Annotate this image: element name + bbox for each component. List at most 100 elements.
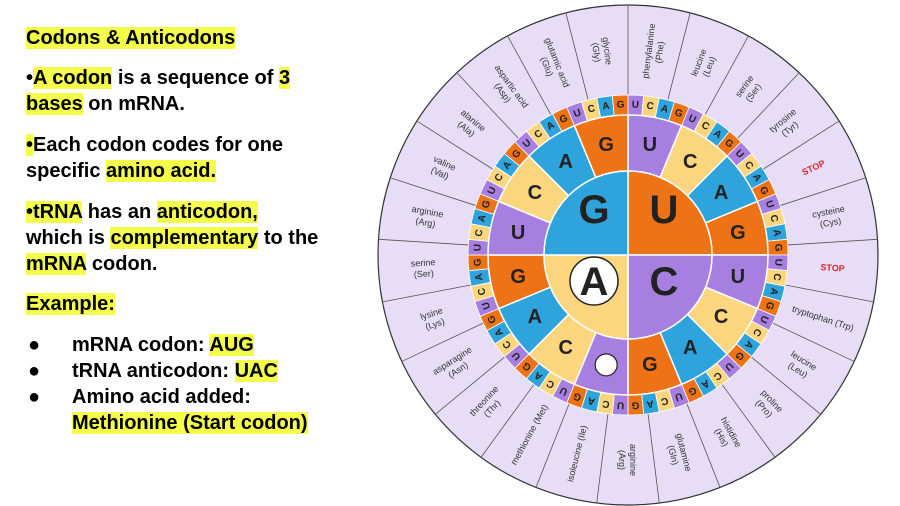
third-base-label: U xyxy=(480,300,493,311)
third-base-label: G xyxy=(572,390,583,403)
third-base-label: U xyxy=(486,185,499,196)
list-item: Methionine (Start codon) xyxy=(72,412,308,434)
third-base-label: A xyxy=(770,229,782,238)
amino-acid-name: serine xyxy=(411,257,436,269)
amino-acid-label: arginine(Arg) xyxy=(411,204,444,230)
first-base-label: G xyxy=(578,188,609,232)
third-base-label: C xyxy=(767,214,779,224)
second-base-label: C xyxy=(559,337,573,359)
second-base-label: G xyxy=(510,266,526,288)
third-base-label: C xyxy=(493,172,506,184)
third-base-label: A xyxy=(646,397,655,409)
third-base-label: A xyxy=(476,214,488,224)
label-divider xyxy=(721,384,776,458)
third-base-label: C xyxy=(646,101,655,113)
third-base-label: A xyxy=(474,273,486,282)
amino-acid-abbr: (Cys) xyxy=(819,216,842,230)
paragraph-amino-line2: specific amino acid. xyxy=(26,160,217,182)
second-base-label: C xyxy=(528,182,542,204)
label-divider xyxy=(762,120,840,170)
third-base-label: G xyxy=(616,99,625,110)
label-divider xyxy=(435,356,505,415)
example-list: ●mRNA codon: AUG ●tRNA anticodon: UAC ●A… xyxy=(26,332,308,436)
third-base-label: U xyxy=(687,113,698,126)
first-base-label: C xyxy=(650,260,679,304)
first-base-quadrant xyxy=(543,170,629,256)
third-base-label: C xyxy=(587,103,597,115)
second-base-label: C xyxy=(683,151,697,173)
label-divider xyxy=(480,384,535,458)
second-base-label: U xyxy=(511,222,525,244)
third-base-label: G xyxy=(480,199,493,210)
third-base-label: C xyxy=(602,397,611,409)
third-base-label: C xyxy=(750,326,763,338)
third-base-label: U xyxy=(673,390,684,403)
third-base-label: U xyxy=(617,399,625,410)
list-item: ●mRNA codon: AUG xyxy=(28,334,254,356)
label-divider xyxy=(737,72,800,139)
second-base-label: U xyxy=(643,134,657,156)
label-divider xyxy=(667,12,691,101)
label-divider xyxy=(507,35,552,115)
label-divider xyxy=(565,12,589,101)
third-base-label: G xyxy=(757,185,770,197)
third-base-label: G xyxy=(486,313,499,325)
amino-acid-label: serine(Ser) xyxy=(411,257,436,279)
third-base-label: C xyxy=(770,273,782,282)
amino-acid-label: glycine(Gly) xyxy=(590,36,614,65)
third-base-label: G xyxy=(631,399,640,410)
third-base-label: A xyxy=(750,172,763,184)
amino-acid-name: STOP xyxy=(820,262,845,274)
third-base-label: A xyxy=(699,377,711,390)
third-base-label: C xyxy=(474,229,486,238)
second-base-label: A xyxy=(559,151,573,173)
third-base-label: C xyxy=(660,394,670,406)
amino-acid-label: cysteine(Cys) xyxy=(811,204,845,230)
label-divider xyxy=(382,284,471,303)
paragraph-trna-line3: mRNA codon. xyxy=(26,253,158,275)
third-base-label: U xyxy=(757,314,770,325)
second-base-label: C xyxy=(714,306,728,328)
third-base-label: A xyxy=(587,394,597,406)
second-base-label: A xyxy=(528,306,542,328)
amino-acid-label: arginine(Arg) xyxy=(617,444,638,476)
label-divider xyxy=(772,322,855,362)
label-divider xyxy=(780,177,866,206)
third-base-label: U xyxy=(473,244,484,252)
third-base-label: G xyxy=(686,384,698,397)
slide-title: Codons & Anticodons xyxy=(26,27,236,49)
third-base-label: G xyxy=(772,243,783,252)
third-base-label: A xyxy=(545,120,557,133)
second-base-label: A xyxy=(683,337,697,359)
label-divider xyxy=(704,35,749,115)
label-divider xyxy=(787,238,878,246)
label-divider xyxy=(390,177,476,206)
paragraph-codon: •A codon is a sequence of 3 xyxy=(26,67,291,89)
third-base-label: U xyxy=(572,107,583,120)
first-base-quadrant xyxy=(627,170,713,256)
start-highlight-circle xyxy=(569,256,619,306)
paragraph-amino: •Each codon codes for one xyxy=(26,134,284,156)
third-base-label: U xyxy=(558,384,569,397)
label-divider xyxy=(535,403,570,488)
amino-acid-name: arginine xyxy=(628,444,638,476)
label-divider xyxy=(378,238,469,246)
second-base-label: A xyxy=(714,182,728,204)
second-base-label: G xyxy=(598,134,614,156)
paragraph-trna-line2: which is complementary to the xyxy=(26,227,319,249)
label-divider xyxy=(785,284,874,303)
start-highlight-circle xyxy=(594,353,618,377)
label-divider xyxy=(686,403,721,488)
label-divider xyxy=(596,413,609,504)
label-divider xyxy=(647,413,660,504)
list-item: ●tRNA anticodon: UAC xyxy=(28,360,278,382)
label-divider xyxy=(751,356,821,415)
label-divider xyxy=(416,120,494,170)
second-base-label: G xyxy=(642,354,658,376)
second-base-label: U xyxy=(731,266,745,288)
third-base-label: U xyxy=(631,100,639,111)
amino-acid-name: glycine xyxy=(601,36,614,65)
third-base-label: C xyxy=(476,287,488,297)
third-base-label: G xyxy=(763,300,776,311)
